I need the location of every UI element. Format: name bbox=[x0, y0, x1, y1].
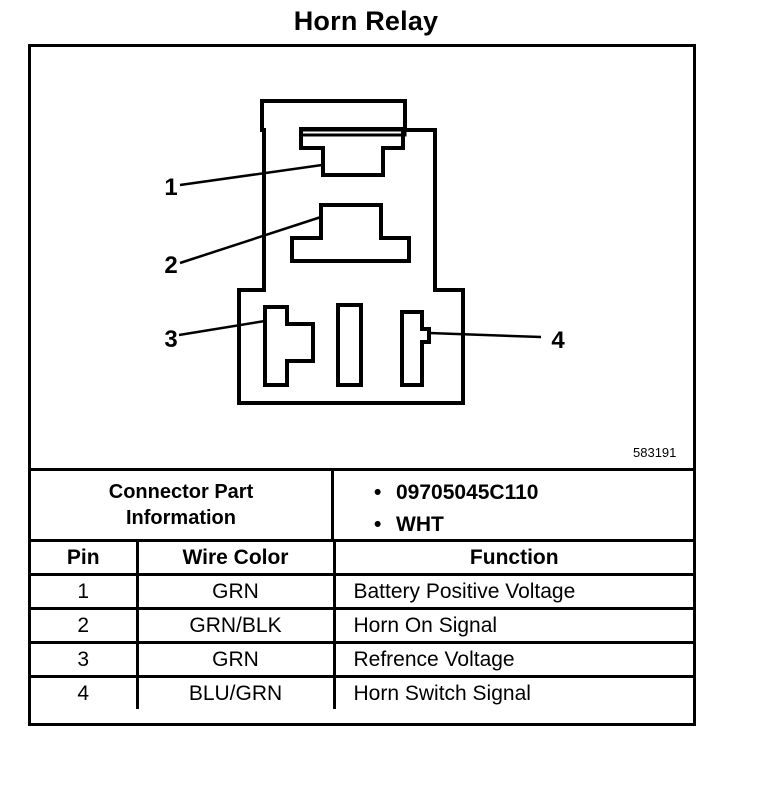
part-number: 09705045C110 bbox=[396, 481, 539, 504]
leader-line-pin-2 bbox=[179, 215, 322, 265]
connector-housing bbox=[237, 99, 465, 405]
cell-pin: 3 bbox=[31, 641, 139, 678]
leader-line-pin-1 bbox=[179, 163, 323, 187]
callout-pin-3: 3 bbox=[164, 326, 177, 353]
cell-wire-color: GRN bbox=[135, 573, 336, 610]
leader-line-pin-3 bbox=[178, 319, 266, 337]
callout-pin-2: 2 bbox=[164, 252, 177, 279]
table-row: 3 GRN Refrence Voltage bbox=[31, 641, 693, 678]
header-pin: Pin bbox=[31, 542, 139, 576]
table-row: 4 BLU/GRN Horn Switch Signal bbox=[31, 675, 693, 709]
cell-pin: 4 bbox=[31, 675, 139, 709]
terminal-pin-3 bbox=[263, 305, 315, 387]
bullet-icon: • bbox=[374, 513, 382, 536]
connector-part-info-label-text: Connector Part Information bbox=[108, 481, 254, 529]
connector-face-diagram: 1 2 3 4 bbox=[164, 99, 565, 405]
table-row: 1 GRN Battery Positive Voltage bbox=[31, 573, 693, 610]
terminal-pin-2 bbox=[290, 203, 411, 263]
terminal-pin-1 bbox=[299, 127, 405, 177]
callout-pin-1: 1 bbox=[164, 174, 177, 201]
diagram-title: Horn Relay bbox=[293, 6, 439, 36]
pin-table: Pin Wire Color Function 1 GRN Battery Po… bbox=[31, 542, 693, 709]
cell-wire-color: GRN bbox=[135, 641, 336, 678]
terminal-cavity-center bbox=[336, 303, 363, 387]
bullet-icon: • bbox=[374, 481, 382, 504]
header-function: Function bbox=[332, 542, 693, 576]
pin-table-header: Pin Wire Color Function bbox=[31, 542, 693, 576]
connector-part-info-values: • 09705045C110 • WHT bbox=[374, 477, 538, 541]
cell-pin: 2 bbox=[31, 607, 139, 644]
leader-line-pin-4 bbox=[428, 331, 542, 339]
cell-function: Horn Switch Signal bbox=[332, 675, 693, 709]
connector-part-info-label: Connector Part Information bbox=[31, 471, 334, 539]
cell-function: Refrence Voltage bbox=[332, 641, 693, 678]
cell-function: Battery Positive Voltage bbox=[332, 573, 693, 610]
cell-pin: 1 bbox=[31, 573, 139, 610]
connector-color-line: • WHT bbox=[374, 509, 538, 541]
callout-pin-4: 4 bbox=[551, 327, 565, 354]
header-wire-color: Wire Color bbox=[135, 542, 336, 576]
terminal-pin-4 bbox=[400, 310, 431, 387]
connector-part-info: Connector Part Information • 09705045C110… bbox=[31, 468, 693, 542]
part-number-line: • 09705045C110 bbox=[374, 477, 538, 509]
cell-function: Horn On Signal bbox=[332, 607, 693, 644]
connector-frame: 1 2 3 4 583191 Connector Part Informatio… bbox=[28, 44, 696, 726]
table-row: 2 GRN/BLK Horn On Signal bbox=[31, 607, 693, 644]
cell-wire-color: GRN/BLK bbox=[135, 607, 336, 644]
cell-wire-color: BLU/GRN bbox=[135, 675, 336, 709]
figure-number: 583191 bbox=[633, 445, 677, 460]
connector-color: WHT bbox=[396, 513, 444, 536]
